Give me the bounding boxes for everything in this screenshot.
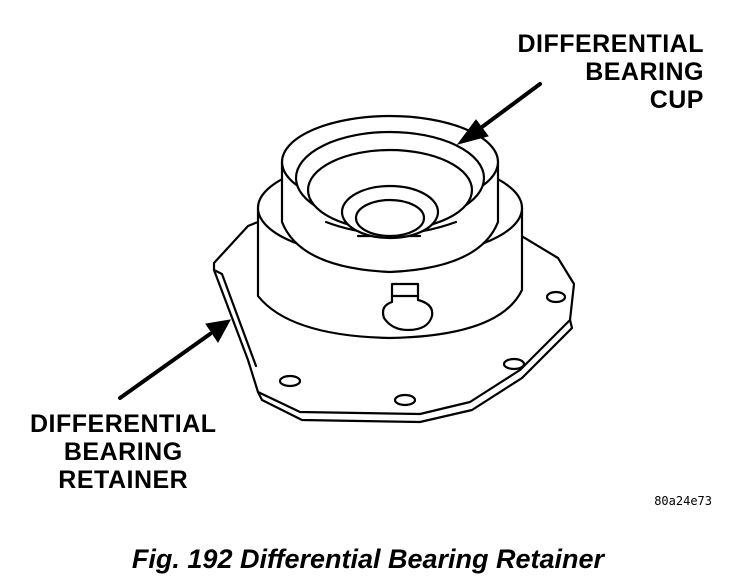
label-line: BEARING [63, 438, 183, 466]
label-line: BEARING [585, 58, 704, 86]
label-line: DIFFERENTIAL [517, 30, 704, 58]
label-line: DIFFERENTIAL [30, 410, 217, 438]
label-differential-bearing-cup: DIFFERENTIAL BEARING CUP [517, 30, 704, 114]
retainer-arrowhead [205, 319, 231, 343]
label-line: CUP [649, 86, 704, 114]
bolt-hole [545, 290, 567, 304]
flange-edge [256, 318, 574, 424]
figure-code: 80a24e73 [654, 494, 712, 508]
figure-caption: Fig. 192 Differential Bearing Retainer [131, 544, 605, 574]
flange-left-edge [212, 268, 258, 368]
bolt-hole [502, 357, 526, 371]
bolt-hole [393, 393, 417, 407]
retainer-leader-line [118, 332, 212, 400]
cup-arrowhead [456, 119, 489, 145]
label-differential-bearing-retainer: DIFFERENTIAL BEARING RETAINER [30, 410, 217, 494]
cup-leader-line [476, 82, 542, 132]
inner-bore-inner [354, 198, 426, 238]
bolt-hole [278, 374, 302, 388]
label-line: RETAINER [58, 466, 189, 494]
